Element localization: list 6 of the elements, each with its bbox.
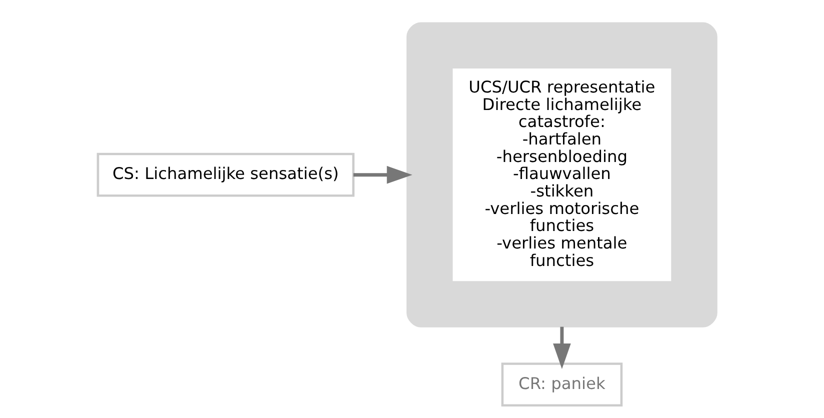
node-box: CS: Lichamelijke sensatie(s) [96,152,354,196]
cluster [406,22,718,327]
arrow [353,165,412,184]
arrow [553,326,571,368]
node-box: CR: paniek [501,362,623,406]
node-box: UCS/UCR representatie Directe lichamelijke catastrofe: -hartfalen -hersenbloeding -flauwvallen -stikken -verlies motorische functies -verlies mentale functies [452,68,672,281]
